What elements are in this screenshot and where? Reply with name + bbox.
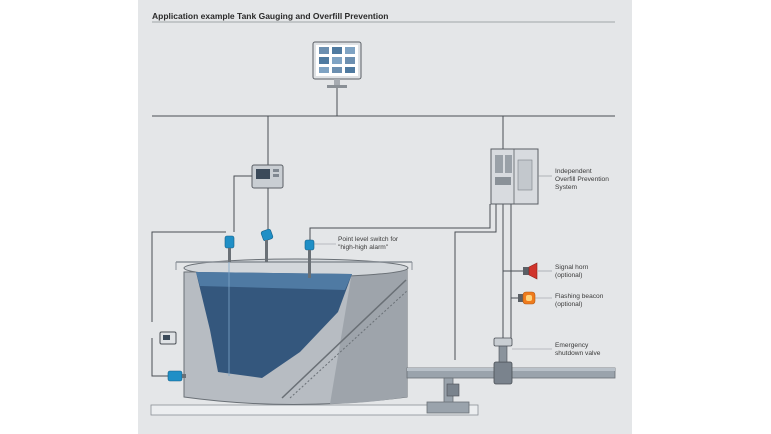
signal-horn-icon: [523, 262, 538, 280]
pressure-transmitter-icon: [159, 331, 177, 345]
ops-label-line-1: Independent: [555, 168, 592, 175]
overfill-prevention-cabinet-icon: [490, 148, 539, 205]
level-switch-label: Point level switch for "high-high alarm": [338, 236, 398, 252]
level-switch-label-line-1: Point level switch for: [338, 236, 399, 243]
network-bus: [152, 88, 615, 165]
point-level-switch-icon: [304, 239, 315, 278]
ops-label-line-3: System: [555, 184, 577, 191]
temperature-transmitter-icon: [167, 370, 186, 382]
ops-label-line-2: Overfill Prevention: [555, 176, 609, 183]
control-room-monitor-icon: [312, 41, 362, 88]
signal-horn-label: Signal horn (optional): [555, 264, 588, 280]
emergency-shutdown-valve-icon: [493, 337, 513, 385]
level-switch-label-line-2: "high-high alarm": [338, 244, 389, 251]
tank-foundation: [150, 404, 479, 416]
signal-horn-label-line-1: Signal horn: [555, 264, 589, 271]
shutdown-valve-label-line-2: shutdown valve: [555, 350, 601, 357]
flashing-beacon-label-line-2: (optional): [555, 301, 583, 308]
flashing-beacon-label: Flashing beacon (optional): [555, 293, 603, 309]
temperature-probe-icon: [260, 228, 274, 262]
pump-valve-icon: [446, 383, 460, 397]
tank-side-monitor-icon: [251, 164, 284, 189]
field-wiring: [151, 175, 523, 377]
diagram-title: Application example Tank Gauging and Ove…: [152, 11, 389, 21]
flashing-beacon-icon: [518, 291, 536, 305]
signal-horn-label-line-2: (optional): [555, 272, 583, 279]
flashing-beacon-label-line-1: Flashing beacon: [555, 293, 604, 300]
radar-level-gauge-icon: [224, 235, 235, 376]
shutdown-valve-label-line-1: Emergency: [555, 342, 589, 349]
storage-tank: [175, 258, 413, 405]
ops-label: Independent Overfill Prevention System: [555, 168, 609, 192]
shutdown-valve-label: Emergency shutdown valve: [555, 342, 600, 358]
